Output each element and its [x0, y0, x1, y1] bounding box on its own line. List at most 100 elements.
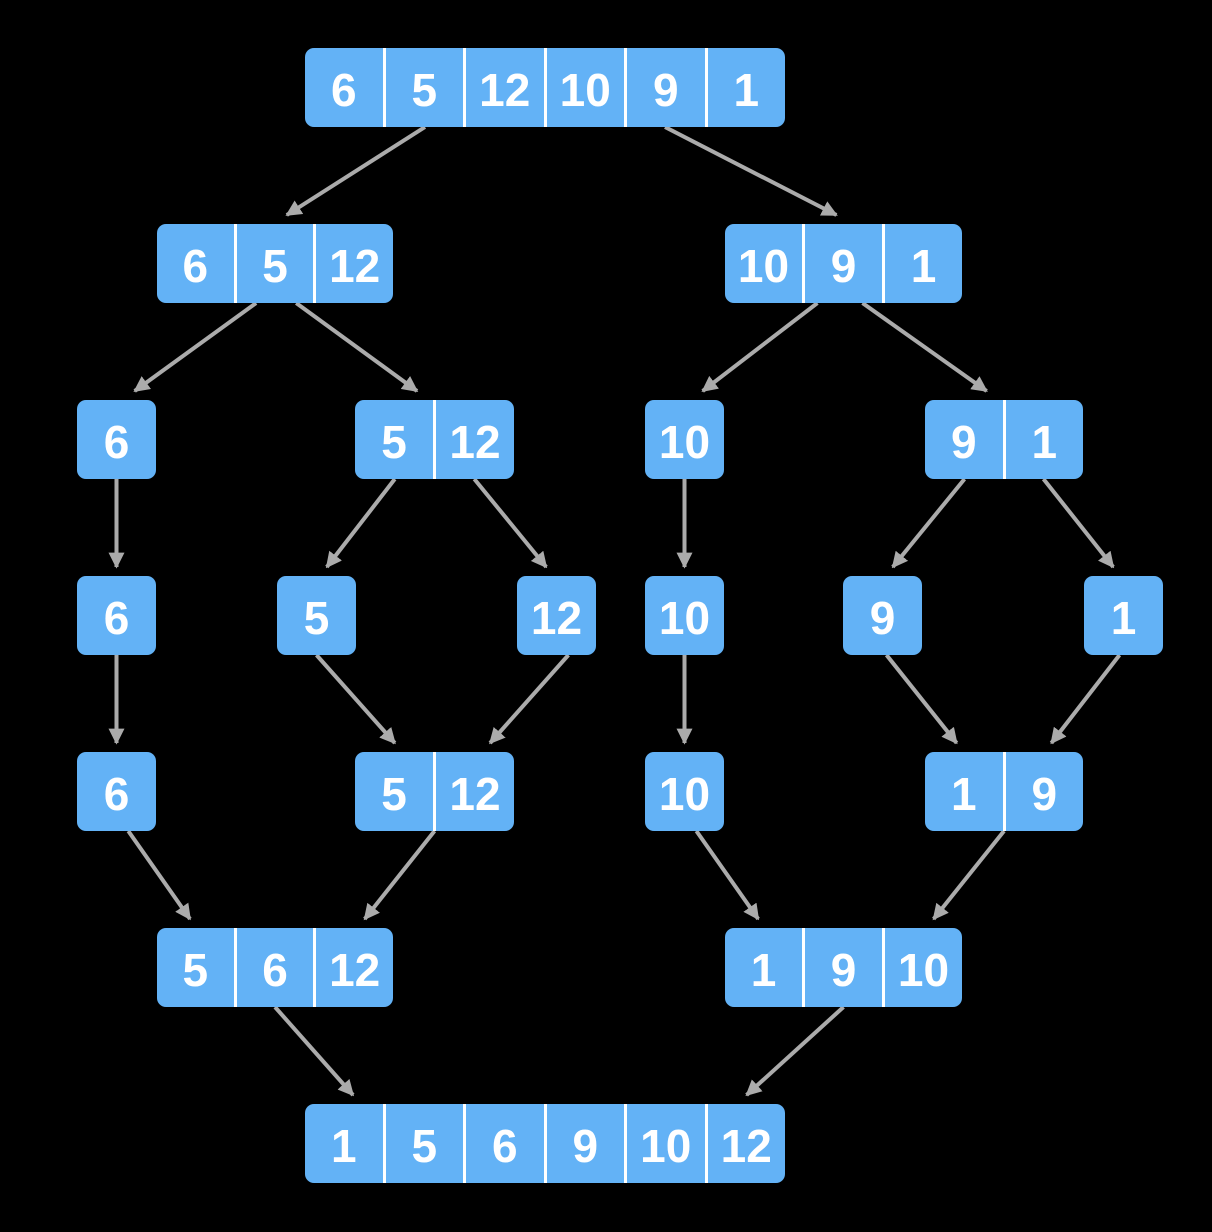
- cell-value: 12: [329, 239, 381, 292]
- cell-value: 5: [262, 239, 288, 292]
- array-box-n4d: 10: [645, 576, 724, 655]
- cell-value: 6: [103, 415, 130, 468]
- arrow-n2b-to-n3d: [861, 301, 988, 393]
- cell-value: 12: [720, 1119, 772, 1172]
- array-cell: 5: [233, 224, 314, 303]
- array-cell: 6: [233, 928, 314, 1007]
- cell-value: 12: [449, 767, 501, 820]
- array-cell: 6: [77, 400, 156, 479]
- array-cell: 9: [925, 400, 1003, 479]
- array-cell: 12: [313, 224, 393, 303]
- cell-value: 5: [381, 767, 407, 820]
- array-cell: 1: [1084, 576, 1163, 655]
- cell-value: 10: [658, 591, 711, 644]
- arrow-n4f-to-n5d: [1049, 653, 1122, 745]
- cell-value: 6: [103, 591, 130, 644]
- arrow-n1-to-n2a: [285, 125, 427, 217]
- cell-value: 10: [897, 943, 950, 996]
- array-cell: 12: [433, 400, 514, 479]
- array-cell: 10: [645, 752, 724, 831]
- cell-value: 10: [658, 415, 711, 468]
- array-box-n5b: 5 12: [355, 752, 514, 831]
- array-box-n4e: 9: [843, 576, 922, 655]
- array-cell: 12: [704, 1104, 786, 1183]
- arrow-n5c-to-n6b: [694, 829, 760, 921]
- cell-value: 9: [830, 239, 857, 292]
- array-cell: 12: [463, 48, 544, 127]
- cell-value: 1: [1031, 415, 1058, 468]
- cell-value: 6: [262, 943, 288, 996]
- cell-value: 6: [182, 239, 209, 292]
- array-cell: 10: [645, 576, 724, 655]
- cell-value: 9: [830, 943, 857, 996]
- array-cell: 10: [645, 400, 724, 479]
- array-cell: 10: [882, 928, 962, 1007]
- array-cell: 5: [382, 48, 464, 127]
- array-cell: 9: [624, 48, 705, 127]
- array-cell: 9: [802, 928, 882, 1007]
- cell-value: 5: [381, 415, 407, 468]
- arrow-n5d-to-n6b: [932, 829, 1006, 921]
- array-box-n3b: 5 12: [355, 400, 514, 479]
- array-box-n4b: 5: [277, 576, 356, 655]
- arrow-n5b-to-n6a: [363, 829, 437, 921]
- cell-value: 12: [479, 63, 531, 116]
- array-cell: 1: [704, 48, 786, 127]
- cell-value: 6: [103, 767, 130, 820]
- arrow-n3b-to-n4b: [325, 477, 397, 569]
- array-cell: 5: [355, 400, 433, 479]
- array-cell: 5: [355, 752, 433, 831]
- arrow-n1-to-n2b: [664, 125, 838, 217]
- array-cell: 6: [77, 752, 156, 831]
- array-cell: 10: [543, 48, 625, 127]
- array-cell: 6: [77, 576, 156, 655]
- cell-value: 1: [1110, 591, 1137, 644]
- array-cell: 9: [802, 224, 882, 303]
- array-cell: 6: [157, 224, 234, 303]
- arrow-n2b-to-n3c: [701, 301, 819, 393]
- array-cell: 10: [725, 224, 802, 303]
- cell-value: 9: [950, 415, 977, 468]
- cell-value: 1: [910, 239, 937, 292]
- arrow-n5a-to-n6a: [126, 829, 192, 921]
- array-cell: 1: [925, 752, 1003, 831]
- arrow-n4c-to-n5b: [488, 653, 570, 745]
- cell-value: 6: [330, 63, 357, 116]
- cell-value: 10: [640, 1119, 692, 1172]
- array-cell: 1: [1002, 400, 1084, 479]
- array-cell: 1: [725, 928, 802, 1007]
- cell-value: 1: [750, 943, 777, 996]
- arrow-n4b-to-n5b: [315, 653, 397, 745]
- array-cell: 6: [305, 48, 383, 127]
- arrow-n4e-to-n5d: [884, 653, 959, 745]
- cell-value: 1: [950, 767, 977, 820]
- arrow-n6a-to-n7: [273, 1005, 355, 1097]
- cell-value: 10: [737, 239, 790, 292]
- arrow-n2a-to-n3a: [133, 301, 258, 393]
- array-cell: 5: [277, 576, 356, 655]
- array-cell: 9: [1002, 752, 1084, 831]
- cell-value: 9: [1031, 767, 1058, 820]
- cell-value: 5: [411, 63, 438, 116]
- array-cell: 12: [313, 928, 393, 1007]
- arrow-n2a-to-n3b: [295, 301, 419, 393]
- cell-value: 1: [330, 1119, 357, 1172]
- array-box-n4a: 6: [77, 576, 156, 655]
- array-cell: 12: [517, 576, 596, 655]
- array-box-n5a: 6: [77, 752, 156, 831]
- array-cell: 5: [382, 1104, 464, 1183]
- cell-value: 12: [449, 415, 501, 468]
- arrow-n6b-to-n7: [745, 1005, 845, 1097]
- cell-value: 9: [572, 1119, 599, 1172]
- cell-value: 5: [182, 943, 209, 996]
- array-cell: 1: [305, 1104, 383, 1183]
- arrow-n3d-to-n4f: [1041, 477, 1115, 569]
